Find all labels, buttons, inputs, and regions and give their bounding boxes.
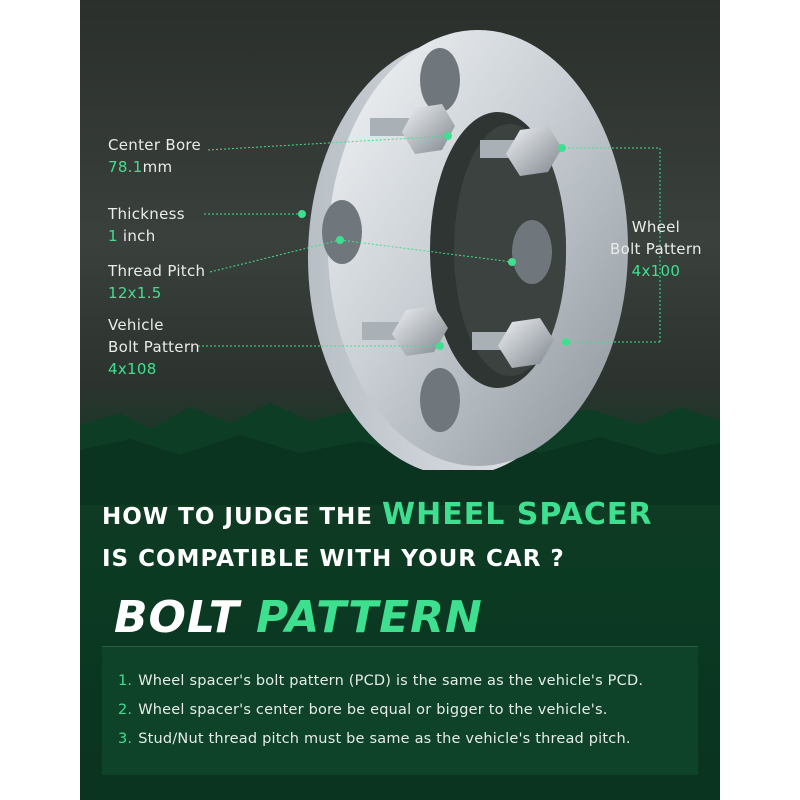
list-item: 1. Wheel spacer's bolt pattern (PCD) is t… (118, 667, 698, 696)
list-item: 2. Wheel spacer's center bore be equal or… (118, 696, 698, 725)
callout-unit: mm (142, 158, 173, 176)
section-title-white: BOLT (114, 592, 257, 643)
rule-number: 2. (118, 702, 133, 718)
product-infographic: Center Bore 78.1mm Thickness 1 inch Thre… (80, 0, 720, 800)
list-item: 3. Stud/Nut thread pitch must be same as … (118, 725, 698, 754)
callout-thickness: Thickness 1 inch (108, 203, 185, 247)
callout-value: 12x1.5 (108, 284, 162, 302)
callout-label: Center Bore (108, 136, 202, 154)
callout-center-bore: Center Bore 78.1mm (108, 134, 201, 178)
callout-label: Thread Pitch (108, 262, 206, 280)
callout-wheel-bolt-pattern: Wheel Bolt Pattern 4x100 (610, 216, 702, 282)
callout-value: 4x100 (631, 262, 681, 280)
rule-text: Wheel spacer's center bore be equal or b… (138, 702, 608, 718)
rules-list: 1. Wheel spacer's bolt pattern (PCD) is t… (102, 647, 698, 754)
callout-label-line1: Vehicle (108, 316, 164, 334)
section-title: BOLT PATTERN (114, 592, 483, 643)
headline-line2: IS COMPATIBLE WITH YOUR CAR ? (102, 546, 565, 572)
callout-unit: inch (117, 227, 156, 245)
headline: HOW TO JUDGE THE WHEEL SPACER IS COMPATI… (102, 494, 712, 580)
headline-highlight: WHEEL SPACER (382, 497, 653, 532)
callout-label: Thickness (108, 205, 185, 223)
wheel-spacer-illustration (198, 30, 661, 470)
callout-value: 4x108 (108, 360, 157, 378)
callout-label-line2: Bolt Pattern (108, 338, 200, 356)
callout-value: 1 (108, 227, 118, 245)
section-title-green: PATTERN (256, 592, 483, 643)
callout-value: 78.1 (108, 158, 143, 176)
rule-text: Stud/Nut thread pitch must be same as th… (138, 731, 631, 747)
rule-number: 3. (118, 731, 133, 747)
callout-label-line2: Bolt Pattern (610, 240, 702, 258)
callout-label-line1: Wheel (631, 218, 681, 236)
headline-prefix: HOW TO JUDGE THE (102, 504, 383, 530)
callout-thread-pitch: Thread Pitch 12x1.5 (108, 260, 205, 304)
callout-vehicle-bolt-pattern: Vehicle Bolt Pattern 4x108 (108, 314, 200, 380)
rules-panel: 1. Wheel spacer's bolt pattern (PCD) is t… (102, 646, 698, 775)
rule-number: 1. (118, 673, 133, 689)
rule-text: Wheel spacer's bolt pattern (PCD) is the… (138, 673, 644, 689)
